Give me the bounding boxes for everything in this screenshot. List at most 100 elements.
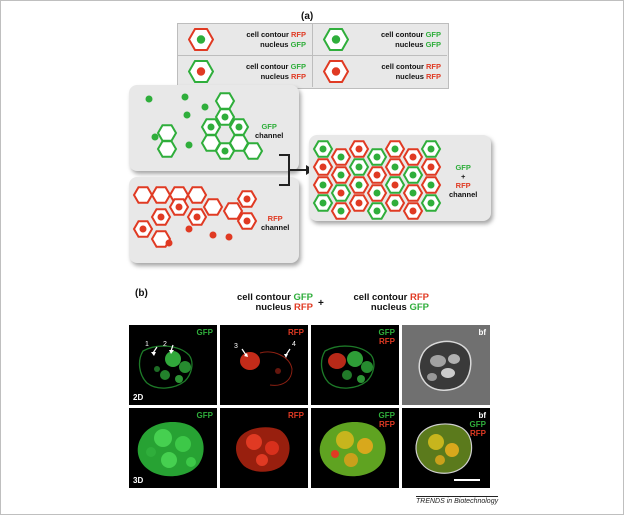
micrograph-2d-merge: GFP RFP — [311, 325, 399, 405]
nucleus — [427, 145, 435, 153]
nucleus — [175, 203, 183, 211]
nucleus — [165, 239, 173, 247]
nucleus — [319, 145, 327, 153]
nucleus — [409, 189, 417, 197]
micrograph-image — [418, 340, 472, 391]
rfp-channel-panel: RFP channel — [129, 177, 299, 263]
nucleus — [391, 163, 399, 171]
nucleus — [185, 141, 193, 149]
nucleus — [391, 145, 399, 153]
merged-channel-panel: GFP + RFP channel — [309, 135, 491, 221]
nucleus — [225, 233, 233, 241]
nucleus — [391, 181, 399, 189]
micrograph-label: GFP — [196, 328, 213, 337]
micrograph-3d-rfp: RFP — [220, 408, 308, 488]
legend-text: nucleus — [260, 40, 289, 49]
nucleus — [355, 145, 363, 153]
channel-color-word: RFP — [455, 181, 471, 190]
nucleus — [243, 195, 251, 203]
header-plus: + — [318, 298, 324, 309]
legend-box: cell contour RFP nucleus GFP cell contou… — [177, 23, 449, 89]
legend-color-word: RFP — [291, 30, 306, 39]
cell-contour — [186, 186, 208, 204]
legend-color-word: RFP — [426, 72, 441, 81]
gfp-channel-label: GFP channel — [255, 122, 283, 140]
cell-contour — [156, 124, 178, 142]
channel-color-word: RFP — [267, 214, 283, 223]
nucleus — [209, 231, 217, 239]
micrograph-3d-bf: bf GFP RFP — [402, 408, 490, 488]
channel-word: channel — [255, 131, 284, 140]
nucleus — [427, 181, 435, 189]
nucleus — [355, 199, 363, 207]
channel-color-word: GFP — [455, 163, 471, 172]
cell-contour — [222, 202, 244, 220]
hexagon-icon — [323, 28, 349, 51]
nucleus — [185, 225, 193, 233]
plus-sign: + — [460, 172, 466, 181]
micrograph-image — [137, 422, 204, 477]
cell-contour — [150, 186, 172, 204]
micrograph-image — [320, 345, 375, 389]
nucleus — [235, 123, 243, 131]
micrograph-2d-rfp: 3 4 RFP — [220, 325, 308, 405]
merged-channel-drawing — [312, 140, 442, 220]
rfp-channel-label: RFP channel — [261, 214, 289, 232]
arrow-label: 2 — [163, 341, 167, 348]
header-right: cell contour RFP nucleus GFP — [329, 293, 429, 313]
nucleus — [183, 111, 191, 119]
gfp-channel-drawing — [145, 92, 264, 160]
hexagon-icon — [323, 60, 349, 83]
header-left: cell contour GFP nucleus RFP — [213, 293, 313, 313]
legend-text: cell contour — [245, 62, 289, 71]
micrograph-image — [319, 422, 386, 477]
micrograph-3d-merge: GFP RFP — [311, 408, 399, 488]
micrograph-label: RFP — [288, 411, 304, 420]
legend-item-gfp-contour-gfp-nucleus: cell contour GFP nucleus GFP — [313, 24, 447, 56]
legend-color-word: GFP — [290, 62, 306, 71]
cell-contour — [202, 198, 224, 216]
rfp-channel-drawing — [132, 186, 258, 248]
nucleus — [145, 95, 153, 103]
header-color-word: RFP — [294, 302, 313, 313]
nucleus — [151, 133, 159, 141]
nucleus — [319, 163, 327, 171]
header-color-word: RFP — [410, 292, 429, 303]
nucleus — [409, 207, 417, 215]
nucleus — [207, 123, 215, 131]
micrograph-2d-bf: bf — [402, 325, 490, 405]
legend-color-word: GFP — [425, 40, 441, 49]
nucleus — [373, 171, 381, 179]
header-color-word: GFP — [293, 292, 313, 303]
legend-item-rfp-contour-rfp-nucleus: cell contour RFP nucleus RFP — [313, 56, 447, 87]
header-text: nucleus — [370, 302, 407, 313]
legend-color-word: RFP — [291, 72, 306, 81]
cell-contour — [156, 140, 178, 158]
hexagon-icon — [188, 28, 214, 51]
cell-contour — [150, 230, 172, 248]
nucleus — [139, 225, 147, 233]
nucleus — [337, 153, 345, 161]
nucleus — [337, 171, 345, 179]
micrograph-label: RFP — [379, 337, 395, 346]
header-text: nucleus — [255, 302, 292, 313]
micrograph-2d-gfp: 1 2 GFP 2D — [129, 325, 217, 405]
legend-text: nucleus — [395, 40, 424, 49]
cell-contour — [242, 142, 264, 160]
nucleus — [221, 113, 229, 121]
micrograph-image — [240, 348, 293, 386]
micrograph-label: RFP — [288, 328, 304, 337]
header-color-word: GFP — [409, 302, 429, 313]
arrow-label: 3 — [234, 343, 238, 350]
micrograph-image — [236, 427, 290, 472]
nucleus — [409, 153, 417, 161]
panel-b-label: (b) — [135, 288, 148, 299]
channel-color-word: GFP — [261, 122, 277, 131]
hexagon-icon — [188, 60, 214, 83]
nucleus — [355, 181, 363, 189]
legend-text: cell contour — [380, 30, 424, 39]
nucleus — [319, 199, 327, 207]
nucleus — [373, 189, 381, 197]
channel-word: channel — [449, 190, 478, 199]
legend-color-word: GFP — [290, 40, 306, 49]
